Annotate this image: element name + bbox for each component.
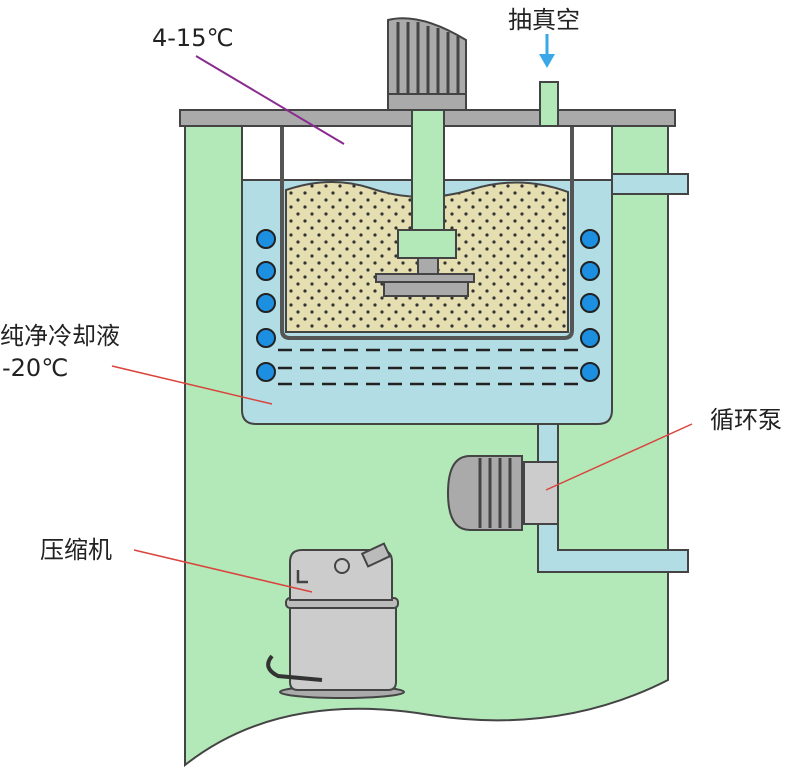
stirrer-blade [383, 281, 469, 297]
product-vessel [280, 116, 574, 340]
label-vacuum: 抽真空 [508, 6, 580, 34]
vacuum-port [539, 81, 559, 127]
stirrer-neck [417, 257, 439, 275]
pointer-process-temp [195, 55, 345, 145]
compressor [266, 542, 405, 699]
label-compressor: 压缩机 [40, 536, 112, 564]
coils-right [580, 229, 600, 382]
label-coolant-temp: -20℃ [2, 354, 68, 382]
stirrer-motor [387, 17, 467, 111]
label-process-temp: 4-15℃ [152, 24, 233, 52]
coils-left [256, 229, 276, 382]
stirrer-blade-top [375, 273, 475, 283]
pointer-compressor [133, 549, 313, 593]
stirrer-hub [397, 229, 457, 259]
vacuum-arrow-icon [539, 34, 555, 68]
outlet-pipe-top [611, 173, 689, 195]
pointer-coolant [111, 365, 273, 405]
circulation-pump [446, 455, 559, 531]
label-pump: 循环泵 [710, 406, 782, 434]
stirrer-shaft [411, 107, 445, 233]
pointer-pump [545, 423, 693, 491]
pump-pipe [537, 423, 689, 573]
label-coolant-name: 纯净冷却液 [0, 322, 120, 350]
